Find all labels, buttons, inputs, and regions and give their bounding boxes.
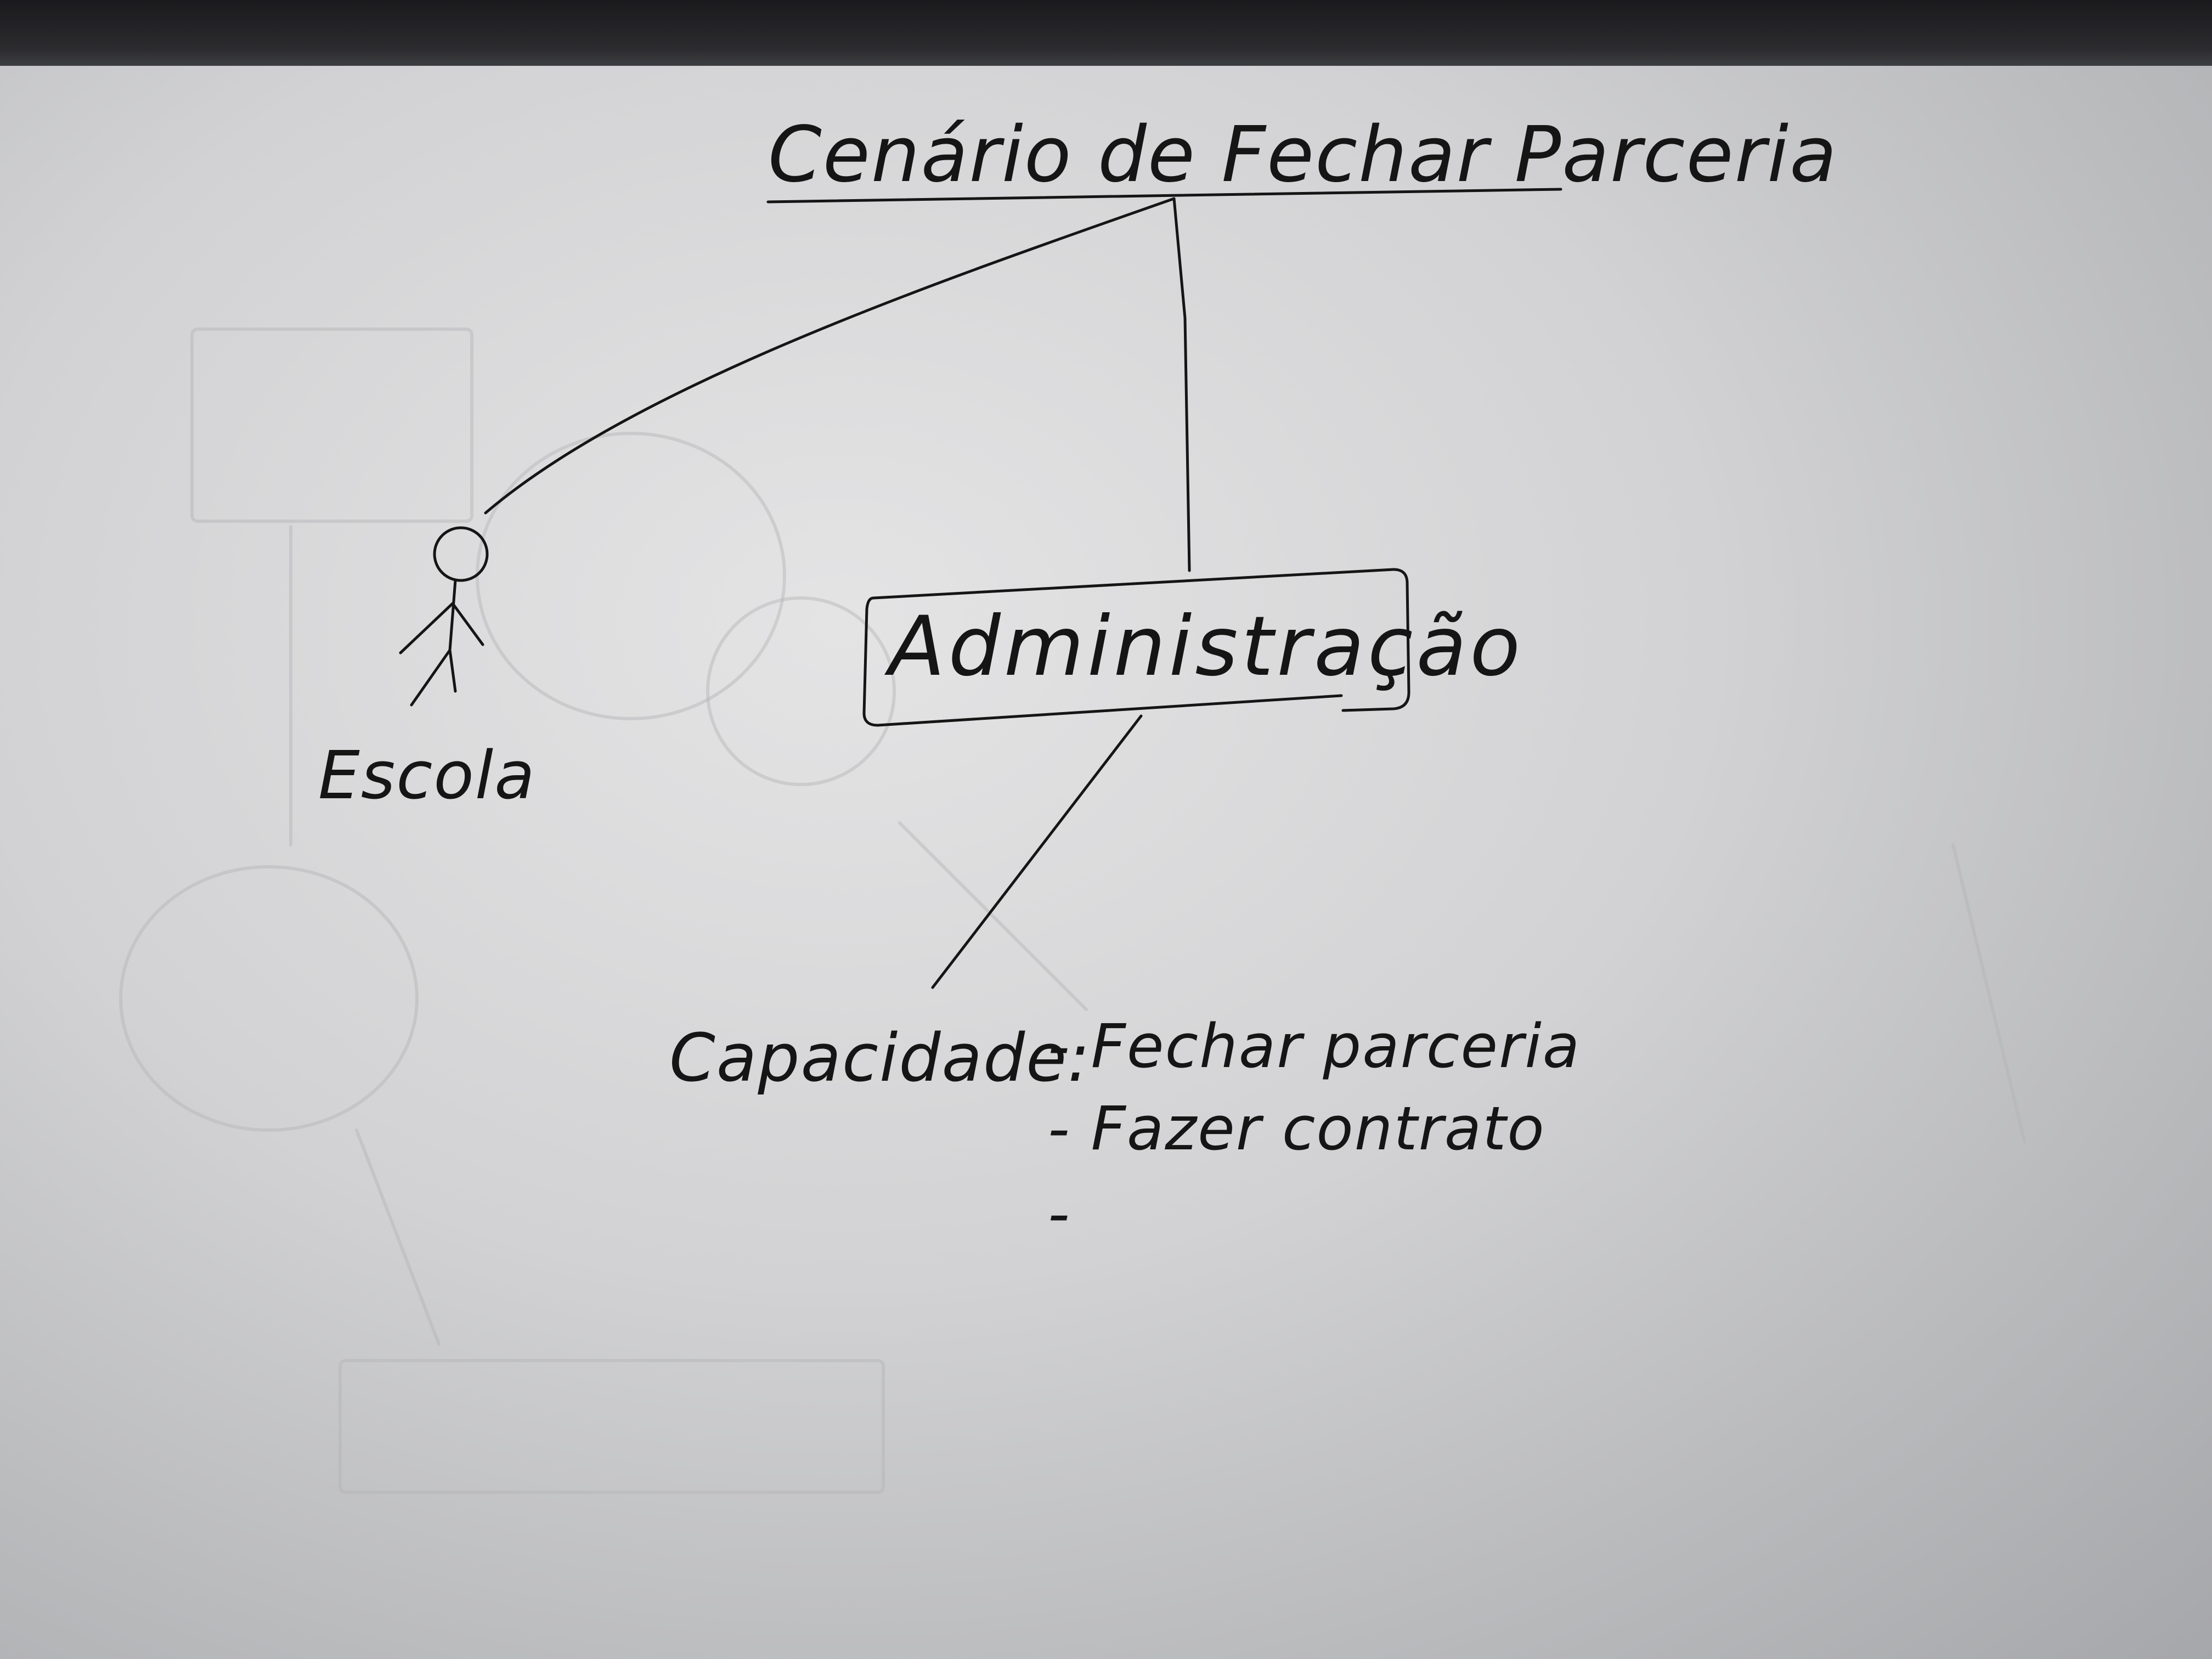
actor-body xyxy=(448,579,457,652)
whiteboard xyxy=(0,66,2212,1659)
actor-right-leg xyxy=(448,648,457,693)
system-box-outline xyxy=(862,568,1410,727)
diagram-title: Cenário de Fechar Parceria xyxy=(768,110,1838,200)
actor-left-arm xyxy=(399,602,454,654)
actor-label: Escola xyxy=(318,738,536,814)
actor-head xyxy=(433,526,489,582)
box-to-capacity-connector xyxy=(931,714,1143,989)
capacity-item-3: - xyxy=(1048,1178,1071,1249)
actor-stick-figure xyxy=(399,526,489,707)
title-to-box-connector xyxy=(1172,197,1191,572)
capacity-label: Capacidade: xyxy=(669,1020,1091,1097)
system-box-label: Administração xyxy=(884,599,1523,695)
title-to-actor-connector xyxy=(484,197,1176,515)
actor-left-leg xyxy=(410,648,452,707)
capacity-item-2: - Fazer contrato xyxy=(1048,1093,1545,1164)
actor-right-arm xyxy=(451,602,484,646)
capacity-item-1: - Fechar parceria xyxy=(1048,1011,1581,1081)
erased-ghost-marks xyxy=(119,328,2026,1494)
title-underline xyxy=(766,188,1562,204)
